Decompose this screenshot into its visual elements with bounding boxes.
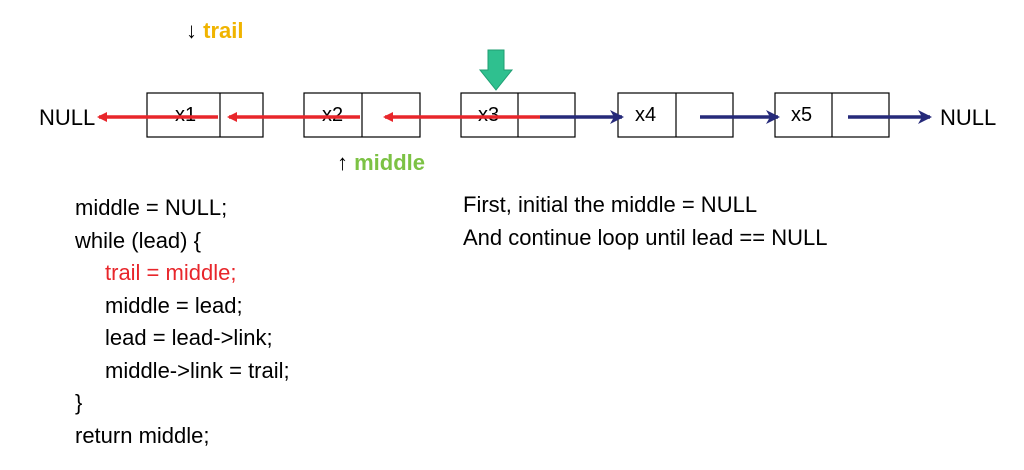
down-arrow-icon: ↓ <box>186 18 197 43</box>
node-label: x4 <box>635 104 656 126</box>
node-label: x5 <box>791 104 812 126</box>
node-x2: x2 <box>303 92 421 138</box>
node-x5: x5 <box>774 92 890 138</box>
node-x3: x3 <box>460 92 576 138</box>
null-right-label: NULL <box>940 105 996 130</box>
description-line-2: And continue loop until lead == NULL <box>463 225 828 250</box>
node-label: x3 <box>478 104 499 126</box>
node-label: x2 <box>322 104 343 126</box>
code-line: lead = lead->link; <box>105 325 273 350</box>
null-left-label: NULL <box>39 105 95 130</box>
node-x1: x1 <box>146 92 264 138</box>
code-line: } <box>75 390 83 415</box>
code-line-highlighted: trail = middle; <box>105 260 237 285</box>
middle-label: middle <box>354 150 426 175</box>
node-label: x1 <box>175 104 196 126</box>
down-arrow-icon <box>478 49 514 91</box>
description: First, initial the middle = NULL And con… <box>463 188 827 254</box>
code-block: middle = NULL; while (lead) { trail = mi… <box>75 192 290 452</box>
code-line: middle = lead; <box>105 292 243 318</box>
code-line: middle->link = trail; <box>105 357 290 383</box>
node-x4: x4 <box>617 92 734 138</box>
code-line: middle = NULL; <box>75 195 228 220</box>
code-line: while (lead) { <box>75 227 201 253</box>
description-line-1: First, initial the middle = NULL <box>463 192 758 217</box>
middle-pointer: ↑ middle <box>337 150 425 176</box>
up-arrow-icon: ↑ <box>337 150 348 175</box>
trail-pointer: ↓ trail <box>186 18 243 44</box>
code-line: return middle; <box>75 422 210 448</box>
trail-label: trail <box>203 18 244 43</box>
